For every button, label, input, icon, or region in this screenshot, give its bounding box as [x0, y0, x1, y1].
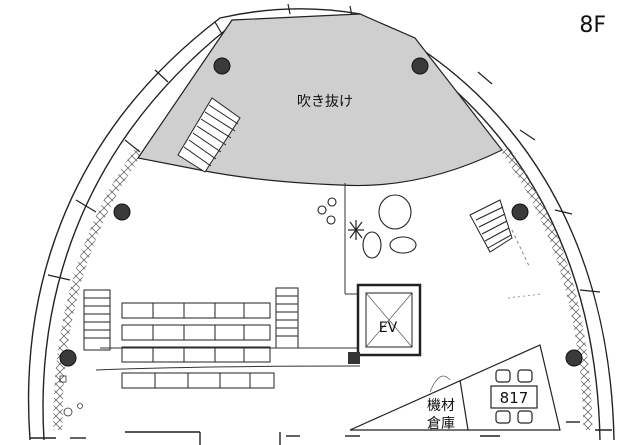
- seating-rows: [121, 302, 275, 389]
- column-icon: [565, 349, 583, 367]
- small-furniture: [59, 375, 83, 417]
- storage-label-line2: 倉庫: [427, 415, 455, 432]
- column-icon: [411, 57, 429, 75]
- column-icon: [213, 57, 231, 75]
- void-area: [136, 13, 503, 187]
- seating-dividers: [152, 303, 251, 388]
- meeting-table: [490, 385, 538, 409]
- left-staircase: [83, 289, 111, 351]
- facade-truss: [53, 147, 593, 431]
- void-staircase: [177, 97, 241, 173]
- door-swing: [429, 375, 451, 393]
- center-staircase: [275, 287, 299, 349]
- right-staircase: [469, 199, 513, 253]
- plant-icon: [348, 220, 364, 240]
- storage-label-line1: 機材: [427, 398, 455, 414]
- meeting-chairs: [495, 369, 533, 424]
- room-number-label: 817: [500, 389, 529, 407]
- facade-ticks: [47, 3, 601, 293]
- elevator-core: [348, 283, 422, 364]
- structural-columns: [59, 57, 583, 367]
- lounge-furniture: [317, 194, 417, 259]
- column-icon: [113, 203, 131, 221]
- bottom-wall-segments: [30, 421, 612, 445]
- room-817-area: [349, 344, 561, 431]
- elevator-label: EV: [379, 320, 398, 336]
- column-icon: [511, 203, 529, 221]
- dashed-mark: [507, 293, 543, 299]
- floor-label: 8F: [579, 13, 606, 38]
- dashed-route: [511, 229, 531, 269]
- void-label: 吹き抜け: [297, 94, 353, 110]
- column-icon: [59, 349, 77, 367]
